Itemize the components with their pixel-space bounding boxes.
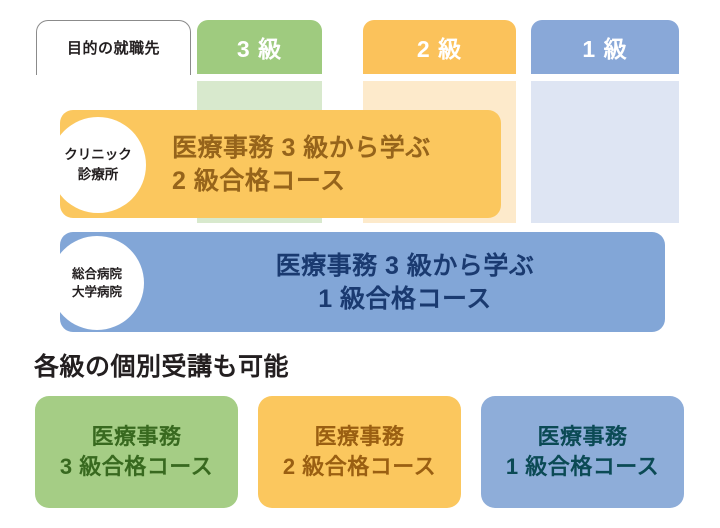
- target-badge-clinic: クリニック 診療所: [50, 117, 146, 213]
- row-header-label: 目的の就職先: [66, 40, 160, 57]
- row-header-tab: 目的の就職先: [36, 20, 191, 75]
- individual-course-card-grade3[interactable]: 医療事務 3 級合格コース: [35, 396, 238, 508]
- grade-header-3: 3 級: [197, 20, 322, 74]
- individual-course-card-grade1[interactable]: 医療事務 1 級合格コース: [481, 396, 684, 508]
- grade-header-label-3: 3 級: [236, 36, 283, 62]
- grade-header-label-1: 1 級: [582, 36, 628, 62]
- course-bar-grade1: 医療事務 3 級から学ぶ 1 級合格コース: [60, 232, 665, 332]
- individual-course-card-grade2[interactable]: 医療事務 2 級合格コース: [258, 396, 461, 508]
- grade-column-strip-1: [531, 81, 679, 223]
- course-bar-title-grade2: 医療事務 3 級から学ぶ 2 級合格コース: [172, 134, 431, 195]
- course-bar-title-grade1: 医療事務 3 級から学ぶ 1 級合格コース: [275, 252, 535, 313]
- grade-header-1: 1 級: [531, 20, 679, 74]
- grade-header-2: 2 級: [363, 20, 516, 74]
- grade-header-label-2: 2 級: [416, 36, 463, 62]
- target-badge-hospital: 総合病院 大学病院: [50, 236, 144, 330]
- individual-section-heading: 各級の個別受講も可能: [34, 353, 290, 381]
